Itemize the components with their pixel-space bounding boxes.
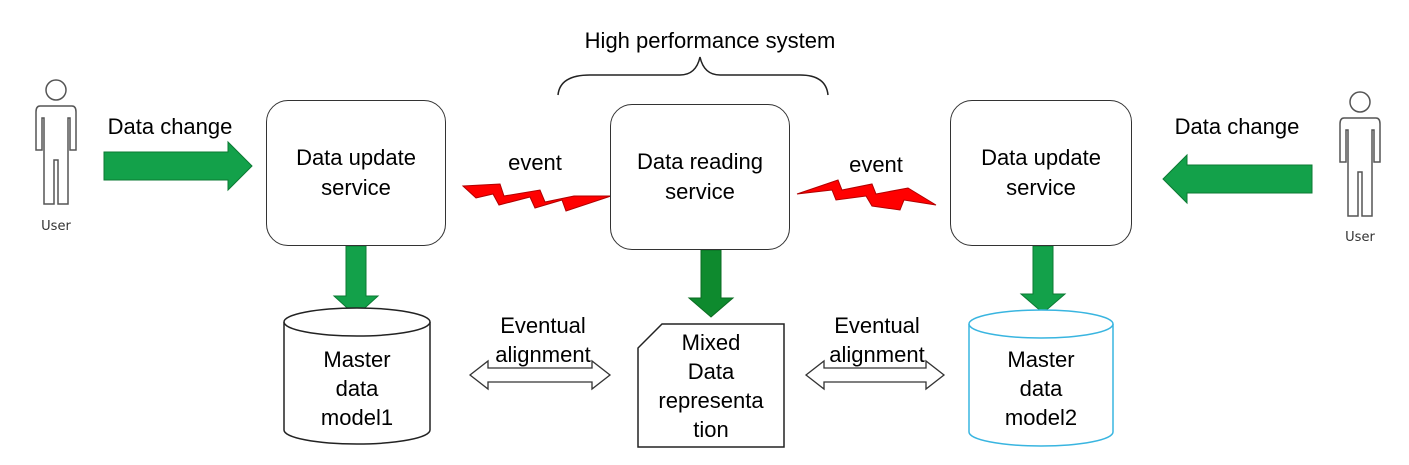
service-center-line2: service: [665, 179, 735, 204]
alignment-left-line1: Eventual: [500, 313, 586, 338]
service-center-line1: Data reading: [637, 149, 763, 174]
system-brace: [557, 56, 829, 96]
system-title: High performance system: [584, 28, 836, 53]
user-icon-right: [1339, 91, 1381, 217]
store-left-line3: model1: [320, 405, 394, 430]
event-label-left: event: [508, 150, 562, 175]
service-left-line1: Data update: [296, 145, 416, 170]
user-label-right: User: [1345, 230, 1375, 245]
alignment-right-line1: Eventual: [834, 313, 920, 338]
alignment-arrow-right: [804, 359, 946, 391]
service-right-line2: service: [1006, 175, 1076, 200]
alignment-label-right: Eventual alignment: [812, 311, 942, 369]
alignment-arrow-left: [468, 359, 612, 391]
mixed-data-document: [637, 323, 785, 448]
store-right-line1: Master: [1007, 347, 1075, 372]
store-left-line1: Master: [323, 347, 391, 372]
store-center-text: Mixed Data representa tion: [638, 328, 784, 444]
data-change-arrow-left: [103, 140, 253, 192]
data-change-label-left: Data change: [107, 114, 233, 139]
data-change-arrow-right: [1162, 153, 1313, 205]
service-right-line1: Data update: [981, 145, 1101, 170]
data-reading-service: Data reading service: [610, 104, 790, 250]
store-center-line1: Mixed: [681, 330, 741, 355]
down-arrow-right: [1019, 245, 1067, 314]
store-left-text: Master data model1: [284, 345, 430, 432]
event-bolt-left: [461, 183, 612, 212]
store-left-line2: data: [335, 376, 379, 401]
service-left-line2: service: [321, 175, 391, 200]
store-right-text: Master data model2: [969, 345, 1113, 432]
alignment-right-line2: alignment: [829, 342, 925, 367]
data-update-service-right: Data update service: [950, 100, 1132, 246]
store-right-line2: data: [1019, 376, 1063, 401]
cylinder-master-data-model1: [283, 307, 431, 445]
alignment-label-left: Eventual alignment: [478, 311, 608, 369]
data-change-label-right: Data change: [1174, 114, 1300, 139]
user-label-left: User: [41, 219, 71, 234]
down-arrow-left: [332, 245, 380, 317]
alignment-left-line2: alignment: [495, 342, 591, 367]
event-label-right: event: [849, 152, 903, 177]
store-right-line3: model2: [1004, 405, 1078, 430]
data-update-service-left: Data update service: [266, 100, 446, 246]
user-icon-left: [35, 79, 77, 205]
store-center-line4: tion: [693, 417, 729, 442]
cylinder-master-data-model2: [968, 309, 1114, 447]
event-bolt-right: [796, 179, 937, 211]
down-arrow-center: [687, 249, 735, 318]
store-center-line2: Data: [687, 359, 735, 384]
store-center-line3: representa: [658, 388, 764, 413]
